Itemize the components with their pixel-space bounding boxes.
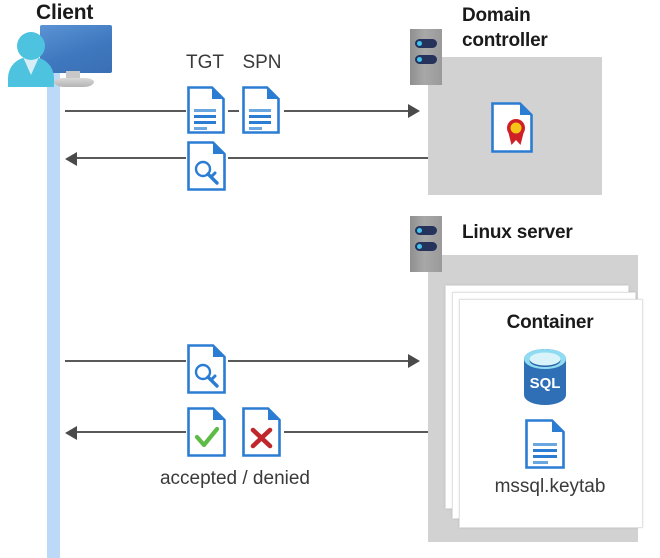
denied-document-icon [241,406,283,458]
flow-arrowhead-3 [408,354,420,368]
flow-line-2b [228,157,428,159]
domain-controller-title-line2: controller [462,30,548,51]
client-lifeline [47,72,60,558]
container-title: Container [506,312,594,333]
monitor-base [54,78,94,87]
monitor-neck [66,71,80,81]
flow-line-1b [228,110,239,112]
accepted-document-icon [186,406,228,458]
domain-controller-title-line1: Domain [462,5,531,26]
client-user-collar [23,57,39,75]
certificate-document-icon [490,101,534,154]
flow-line-3b [228,360,408,362]
flow-line-2a [77,157,186,159]
flow-line-4b [284,431,428,433]
service-ticket-key-document-icon [186,140,228,192]
sql-database-icon: SQL [520,348,570,406]
linux-server-server-rack-icon [410,216,442,272]
flow-line-3a [65,360,186,362]
accepted-denied-label: accepted / denied [159,468,310,489]
flow-arrowhead-2 [65,152,77,166]
flow-arrowhead-4 [65,426,77,440]
client-monitor-icon [40,25,112,73]
spn-label: SPN [242,52,282,73]
keytab-label: mssql.keytab [494,476,606,497]
client-user-head [17,32,45,60]
svg-text:SQL: SQL [530,375,561,392]
flow-arrowhead-1 [408,104,420,118]
client-title: Client [36,1,94,24]
domain-controller-title: Domain controller [462,3,602,53]
tgt-document-icon [186,85,226,135]
flow-line-1a [65,110,186,112]
tgt-label: TGT [186,52,224,73]
spn-document-icon [241,85,281,135]
present-ticket-key-document-icon [186,343,228,395]
keytab-document-icon [524,418,566,470]
flow-line-1c [284,110,408,112]
linux-server-title: Linux server [462,222,573,243]
domain-controller-server-rack-icon [410,29,442,85]
container-card-front [459,299,643,528]
flow-line-4a [77,431,186,433]
